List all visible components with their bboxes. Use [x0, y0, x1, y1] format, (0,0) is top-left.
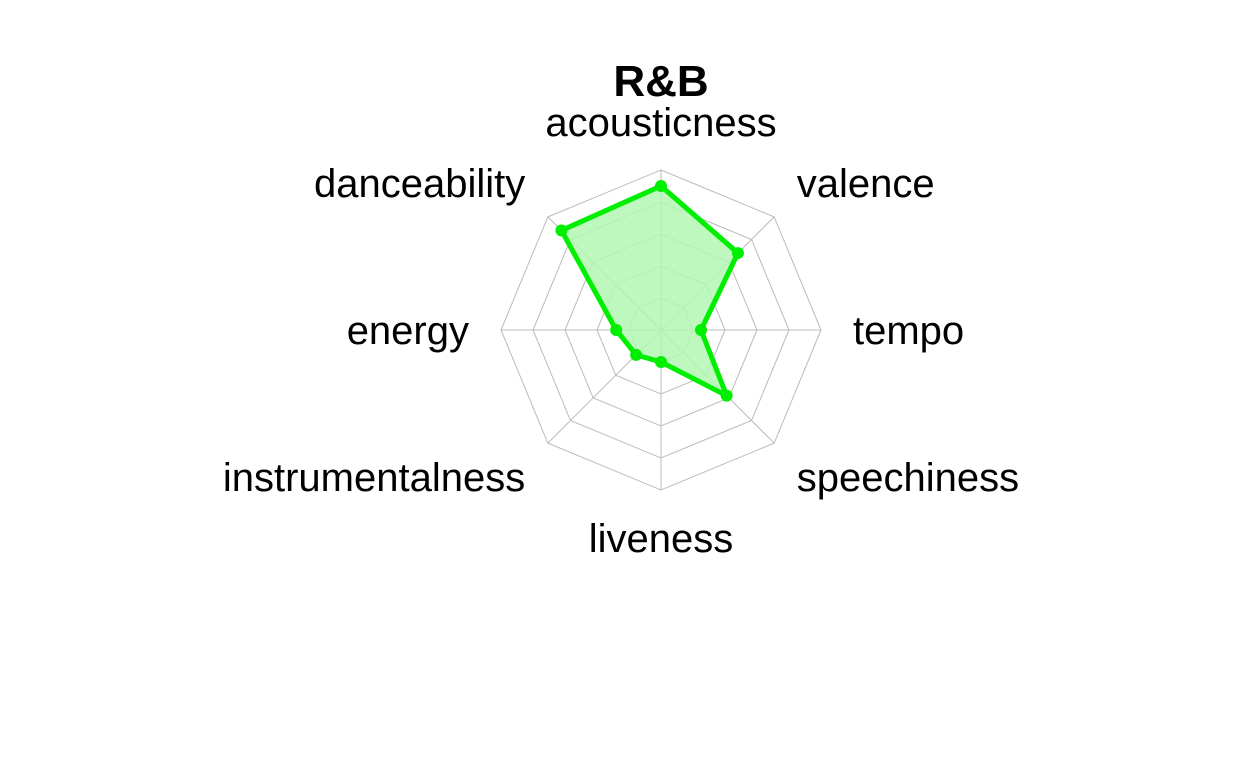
data-point [630, 348, 643, 361]
axis-label: energy [347, 309, 469, 353]
data-point [655, 356, 667, 368]
axis-label: valence [797, 162, 935, 206]
axis-labels: acousticness valence tempo speechiness liven… [223, 101, 1019, 561]
data-point [655, 180, 667, 192]
axis-label: tempo [853, 309, 964, 353]
axis-label: speechiness [797, 456, 1019, 500]
axis-label: liveness [589, 517, 734, 561]
data-point [555, 224, 568, 237]
axis-label: instrumentalness [223, 456, 525, 500]
data-point [720, 389, 733, 402]
data-point [610, 324, 623, 336]
series-area [558, 183, 741, 399]
axis-label: danceability [314, 162, 525, 206]
chart-title: R&B [613, 57, 708, 106]
radar-series [555, 180, 744, 402]
axis-label: acousticness [545, 101, 776, 145]
data-point [695, 324, 707, 336]
data-point [731, 247, 744, 260]
